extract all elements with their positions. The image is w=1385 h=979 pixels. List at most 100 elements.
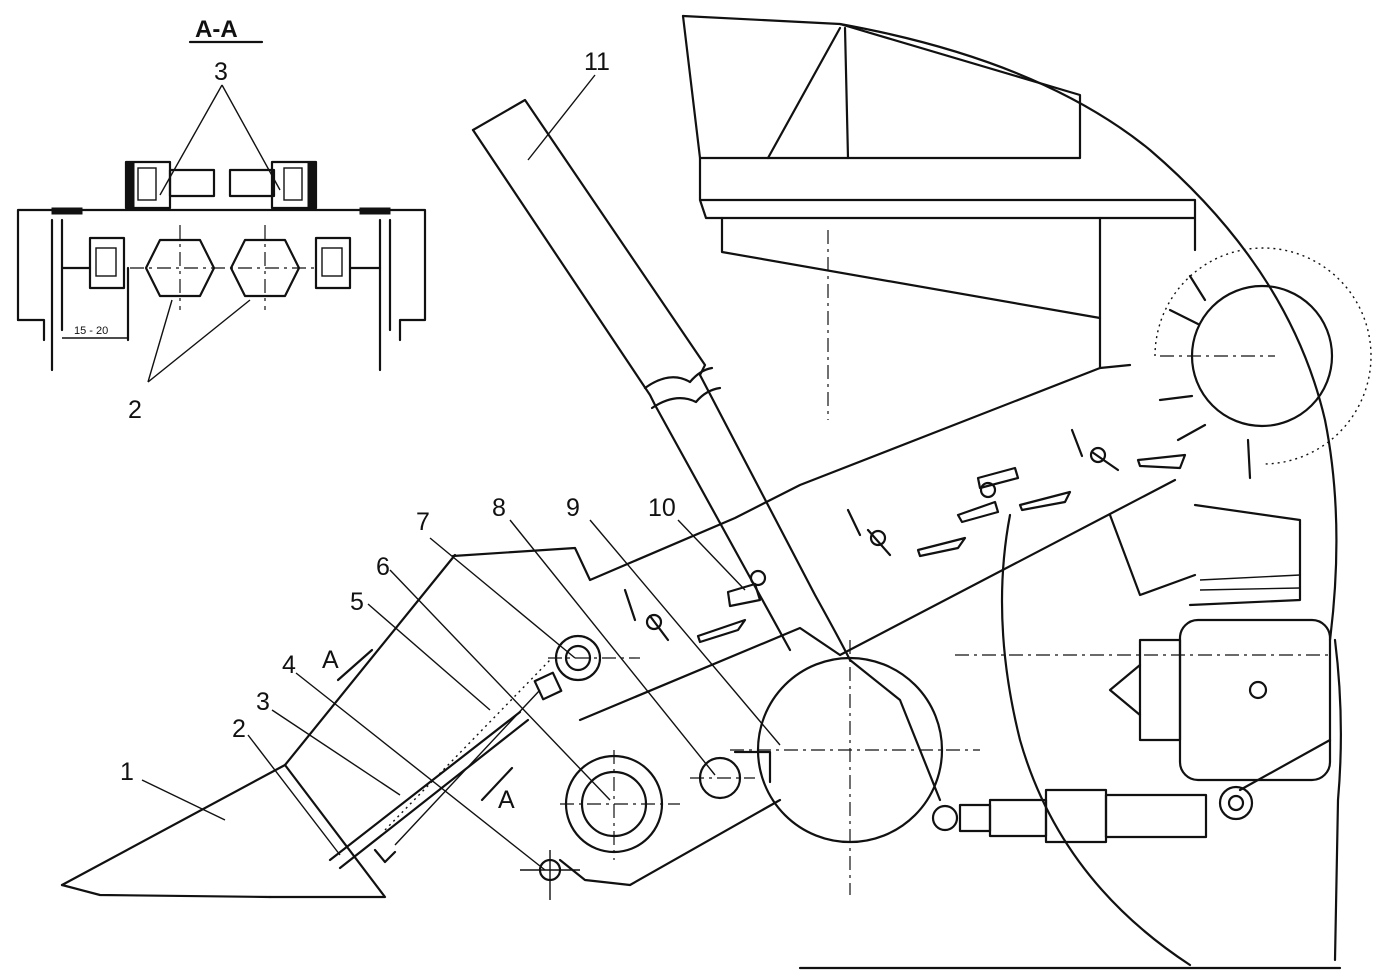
- housing-outline: [16, 208, 427, 342]
- inset-leader-2b: [147, 299, 251, 383]
- knife-tip: [373, 848, 397, 864]
- callout-leaders: [141, 74, 781, 871]
- callout-8: 8: [492, 494, 506, 522]
- leader-5: [367, 603, 491, 711]
- leader-10: [677, 519, 746, 591]
- leader-1: [141, 779, 226, 821]
- side-bearing-right: [314, 236, 352, 290]
- outer-curve: [681, 14, 1338, 642]
- chute-left-edge: [471, 128, 792, 652]
- inset-leader-3b: [221, 84, 281, 191]
- frame-slope: [720, 216, 1102, 370]
- cyl-pivot-rear-inner: [1227, 794, 1245, 812]
- slat-5: [916, 536, 967, 558]
- leader-8: [509, 519, 716, 776]
- engine-block: [1178, 618, 1332, 782]
- callout-6: 6: [376, 553, 390, 581]
- callout-numbers: 1 2 3 4 5 6 7 8 9 10 11: [120, 48, 676, 786]
- slat-7: [976, 466, 1020, 490]
- slat-1: [623, 588, 670, 642]
- feeder-housing: [451, 363, 1302, 900]
- cyl-body: [1104, 793, 1208, 839]
- callout-9: 9: [566, 494, 580, 522]
- callout-4: 4: [282, 651, 296, 679]
- cyl-rod: [988, 798, 1048, 838]
- bearing-right-shade: [307, 161, 317, 209]
- hopper-strut2: [843, 26, 850, 160]
- section-mark-bottom: [480, 766, 514, 802]
- inset-leader-2a: [147, 299, 173, 383]
- feeder-rear: [1108, 513, 1197, 597]
- slat-7-pin: [979, 481, 997, 499]
- feeder-top-edge: [451, 363, 1132, 582]
- bearing-right-bar: [228, 168, 276, 198]
- bearing-left-shade: [125, 161, 135, 209]
- hopper-strut: [766, 26, 842, 160]
- knife-path: [384, 659, 551, 831]
- slat-6: [956, 500, 1000, 524]
- section-marks: A A: [322, 646, 515, 814]
- section-aa-inset: A-A 15 - 20: [16, 16, 427, 424]
- wheel-arc: [1000, 513, 1192, 967]
- inset-label-2: 2: [128, 396, 142, 424]
- feeder-rear-lines: [1199, 574, 1301, 591]
- side-bearing-left-inner: [95, 247, 117, 277]
- pivot-block: [533, 671, 563, 701]
- chute-lower: [848, 658, 942, 802]
- hopper-top: [681, 14, 1082, 160]
- inset-dim-text: 15 - 20: [74, 325, 108, 337]
- inset-leader-3a: [159, 84, 223, 196]
- bearing-left-bar: [168, 168, 216, 198]
- beater-sweep: [1154, 247, 1372, 465]
- upper-structure: [681, 14, 1372, 642]
- slat-8: [1018, 490, 1072, 512]
- knife-guide: [394, 689, 541, 846]
- chute-break-1: [643, 366, 714, 390]
- slat-2: [696, 618, 747, 644]
- leader-11: [527, 74, 596, 161]
- beater-blades: [1158, 274, 1252, 480]
- section-title: A-A: [195, 16, 238, 43]
- cutter-bar: [60, 553, 551, 899]
- lower-housing-edge: [558, 798, 782, 887]
- leader-9: [589, 519, 781, 746]
- slat-10: [1136, 453, 1187, 470]
- chute-right-edge: [471, 98, 852, 662]
- engine-center: [1248, 680, 1268, 700]
- rear-edge: [1333, 638, 1342, 962]
- side-bearing-right-inner: [321, 247, 343, 277]
- housing-left-foot: [16, 318, 46, 342]
- drum-bracket: [733, 750, 772, 784]
- cyl-pivot-front: [931, 804, 959, 832]
- callout-3: 3: [256, 688, 270, 716]
- bearing-right-roller: [283, 167, 303, 201]
- slat-9-pin: [1089, 446, 1107, 464]
- cyl-mount: [1238, 738, 1332, 792]
- inset-label-3: 3: [214, 58, 228, 86]
- slat-9: [1070, 428, 1120, 472]
- leader-3: [271, 709, 401, 796]
- callout-7: 7: [416, 508, 430, 536]
- pivot-inner: [564, 644, 592, 672]
- housing-lip-right: [359, 207, 391, 215]
- divider-base: [60, 883, 272, 899]
- callout-1: 1: [120, 758, 134, 786]
- chute: [471, 98, 942, 802]
- callout-2: 2: [232, 715, 246, 743]
- leader-4: [295, 672, 546, 871]
- cyl-pivot-rear: [1218, 785, 1254, 821]
- slat-4-pin: [869, 529, 887, 547]
- hex-sprocket-left: [144, 238, 216, 298]
- feeder-bottom-edge: [578, 478, 1177, 722]
- housing-lip-left: [51, 207, 83, 215]
- bearing-left-roller: [137, 167, 157, 201]
- leader-2: [247, 734, 341, 856]
- callout-5: 5: [350, 588, 364, 616]
- divider-point: [60, 763, 387, 899]
- feeder-rear-box: [1188, 503, 1302, 607]
- chute-break-2: [650, 386, 722, 410]
- side-bearing-left: [88, 236, 126, 290]
- slat-3: [726, 582, 762, 608]
- callout-11: 11: [584, 48, 610, 76]
